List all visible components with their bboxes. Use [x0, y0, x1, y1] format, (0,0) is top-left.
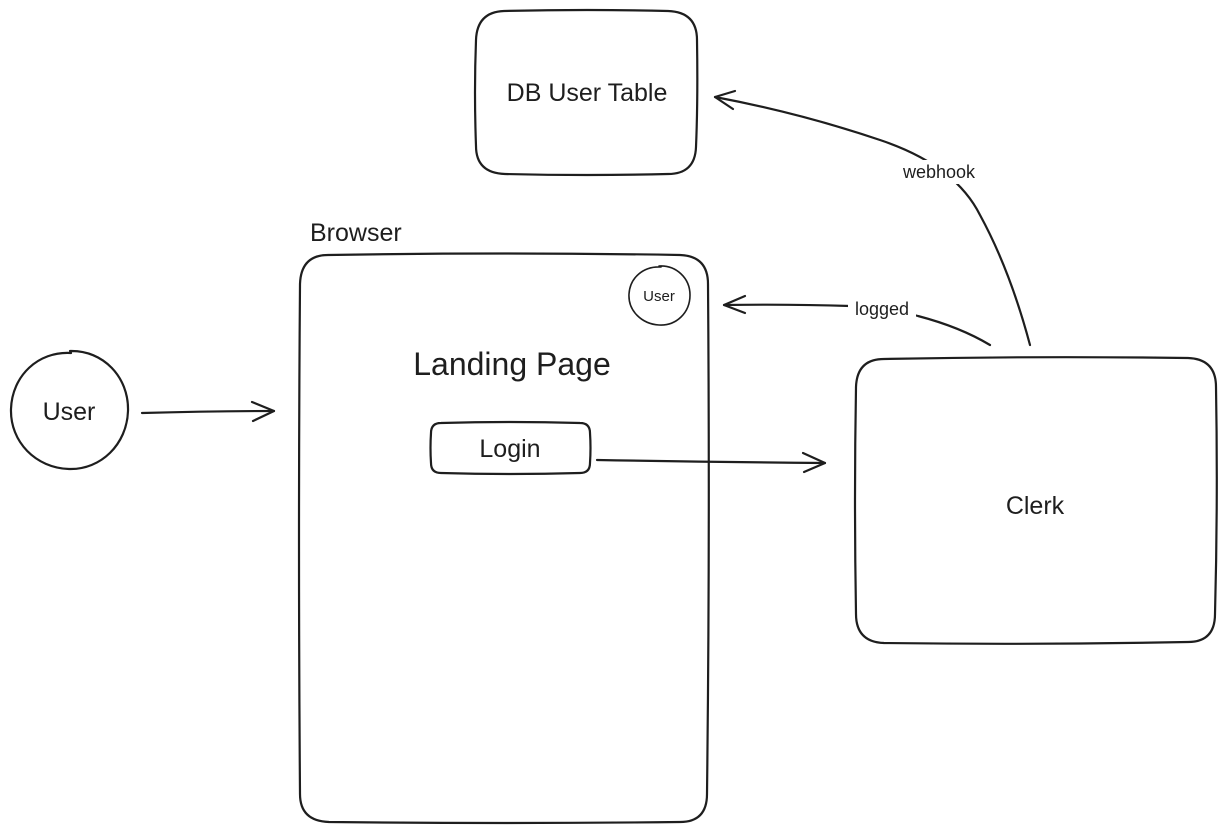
browser-user-avatar[interactable]: User	[628, 265, 691, 326]
edge-clerk-to-browser: logged	[722, 294, 992, 347]
edge-clerk-to-browser-label: logged	[855, 299, 909, 319]
login-button-box	[429, 420, 592, 476]
node-browser[interactable]: Browser	[297, 219, 710, 825]
browser-label: Browser	[310, 219, 402, 247]
avatar-label: User	[643, 288, 675, 305]
node-user-actor[interactable]: User	[9, 349, 130, 471]
node-clerk[interactable]: Clerk	[853, 356, 1218, 645]
edge-user-to-browser-arrowhead	[250, 400, 276, 423]
edge-clerk-to-db-label: webhook	[902, 162, 976, 182]
edge-login-to-clerk	[595, 451, 827, 474]
user-actor-label: User	[43, 398, 96, 426]
edge-clerk-to-db: webhook	[713, 89, 1032, 347]
landing-page-title: Landing Page	[413, 346, 611, 382]
edge-user-to-browser-line	[140, 409, 276, 415]
user-actor-circle	[9, 349, 130, 471]
clerk-label: Clerk	[1006, 492, 1065, 520]
login-button-label: Login	[479, 435, 540, 463]
edge-login-to-clerk-line	[595, 458, 827, 465]
clerk-box	[853, 356, 1218, 645]
edge-clerk-to-db-arrowhead	[713, 89, 737, 111]
login-button[interactable]: Login	[429, 420, 592, 476]
browser-frame	[297, 252, 710, 825]
db-user-table-label: DB User Table	[507, 79, 668, 107]
avatar-circle	[628, 265, 691, 326]
edge-clerk-to-browser-arrowhead	[722, 294, 747, 315]
edge-login-to-clerk-arrowhead	[801, 451, 827, 474]
node-db-user-table[interactable]: DB User Table	[473, 8, 699, 177]
edge-user-to-browser	[140, 400, 276, 423]
db-user-table-box	[473, 8, 699, 177]
